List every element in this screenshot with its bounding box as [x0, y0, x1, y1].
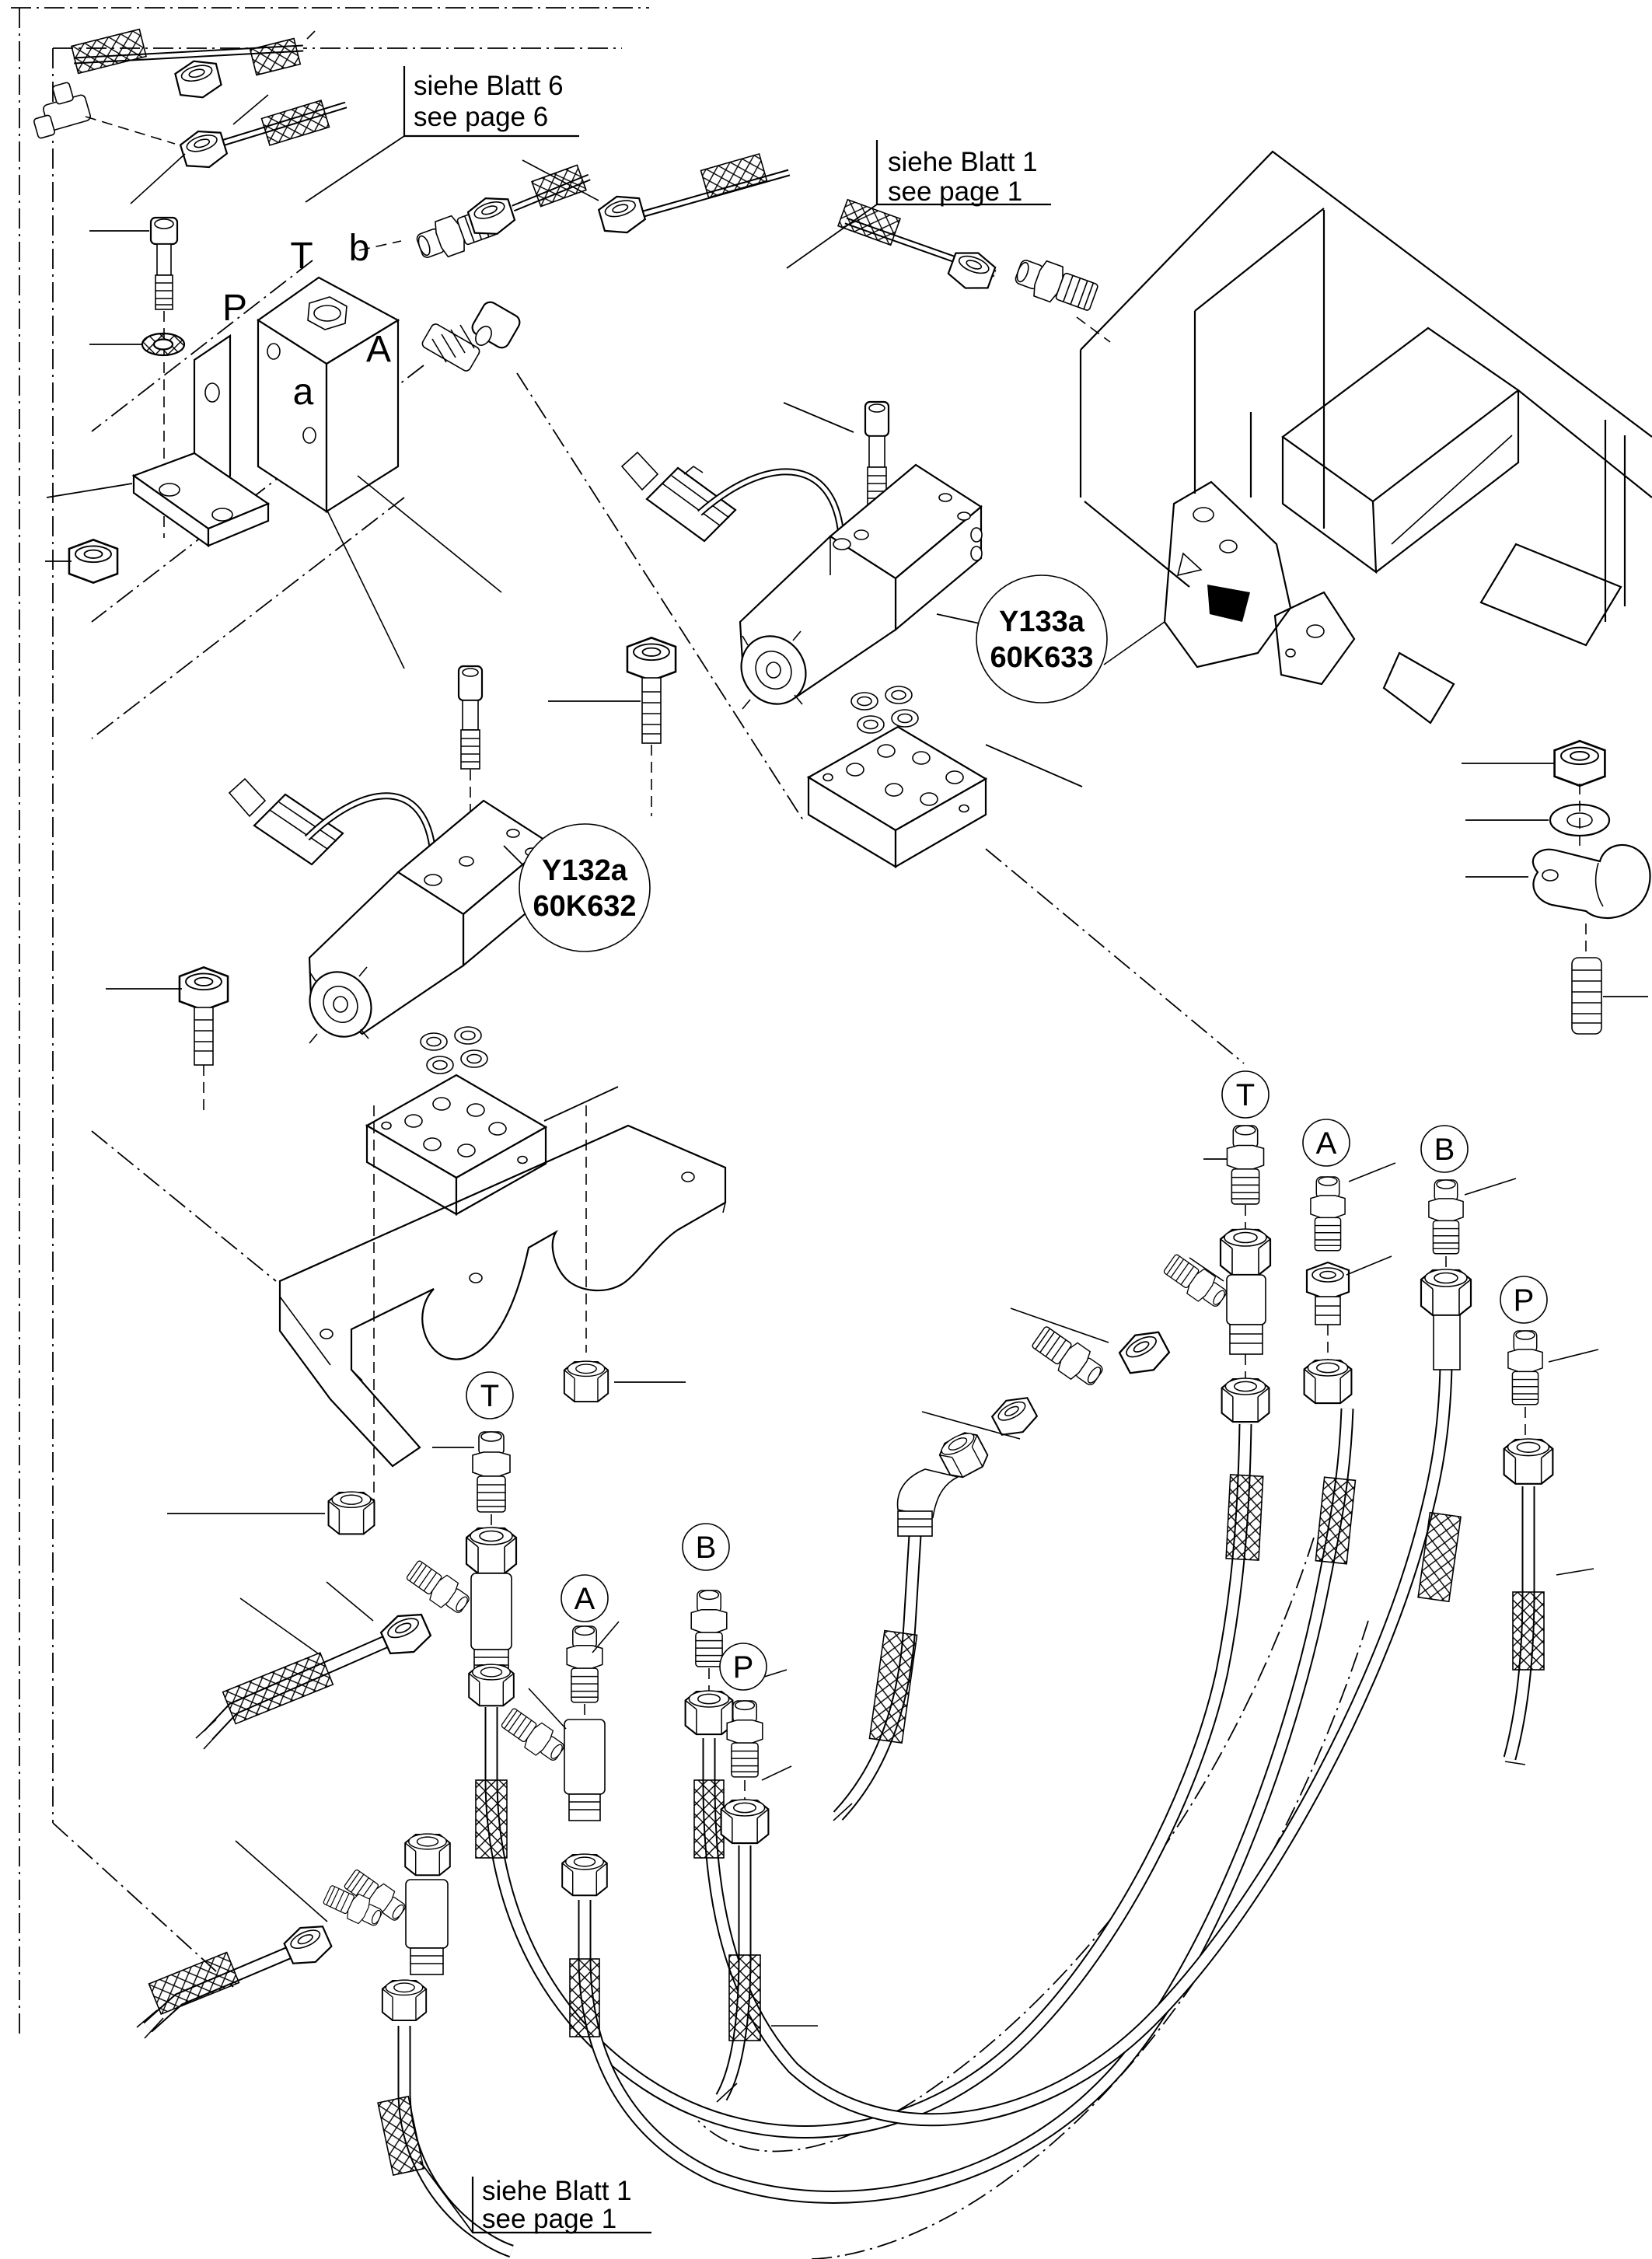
- tag-left-P: P: [719, 1643, 767, 1691]
- clamp-assembly: [1462, 739, 1651, 1035]
- left-P-chain: [716, 1700, 818, 2103]
- plate-nut-right: [563, 1360, 686, 1403]
- tag-left-A-label: A: [575, 1582, 595, 1616]
- socket-bolt-long-2: [457, 665, 484, 844]
- port-label-P: P: [222, 288, 247, 329]
- right-T-chain: [833, 1125, 1272, 1821]
- hex-plug: [307, 296, 348, 330]
- port-label-T: T: [290, 236, 313, 277]
- note-top-right-line2: see page 1: [888, 176, 1022, 207]
- left-T-chain: [195, 1431, 518, 1750]
- tag-left-P-label: P: [733, 1650, 754, 1685]
- note-top-left-line1: siehe Blatt 6: [414, 71, 564, 101]
- hex-nut-bottom-left: [45, 539, 119, 584]
- tag-right-B: B: [1420, 1125, 1469, 1173]
- cable-2: [304, 792, 437, 854]
- left-tee2-chain: [136, 1833, 451, 2039]
- solenoid-valve-2: [308, 799, 550, 1044]
- hex-bolt-left: [106, 966, 229, 1112]
- tag-left-B: B: [682, 1523, 730, 1571]
- balloon-Y133a: Y133a 60K633: [936, 574, 1108, 704]
- mounting-plate: [278, 1105, 727, 1500]
- washer: [89, 332, 186, 357]
- frame-pivot-bracket: [1103, 480, 1356, 686]
- note-top-left: siehe Blatt 6 see page 6: [305, 66, 579, 203]
- solenoid-valve-1: [739, 463, 983, 710]
- tag-left-T: T: [466, 1371, 514, 1419]
- note-bottom-line2: see page 1: [482, 2204, 616, 2234]
- hose-top-left-2: [130, 100, 348, 204]
- tag-right-P: P: [1500, 1276, 1548, 1324]
- tag-right-T-label: T: [1236, 1078, 1255, 1112]
- tag-left-A: A: [561, 1574, 609, 1622]
- valve2-part: 60K632: [533, 890, 636, 923]
- valve2-id: Y132a: [542, 854, 628, 887]
- tag-right-T: T: [1221, 1070, 1270, 1119]
- phantom-border: [11, 7, 649, 2037]
- manifold-block-2: [365, 1074, 619, 1216]
- hose-braid-sections: [148, 1474, 1545, 2177]
- hose-top-left-1: [71, 28, 316, 125]
- hose-T-line: [484, 1423, 1252, 2139]
- hose-top-middle: [522, 152, 791, 239]
- valve1-id: Y133a: [999, 606, 1085, 638]
- manifold-block-1: [806, 725, 1083, 868]
- tee-fitting-top-left: [33, 82, 176, 145]
- balloon-Y132a: Y132a 60K632: [503, 823, 651, 952]
- hose-routing-phantom: [697, 1537, 1369, 2259]
- elbow-fitting: [896, 1426, 993, 1537]
- note-top-right-line1: siehe Blatt 1: [888, 147, 1038, 177]
- port-label-A: A: [366, 329, 391, 370]
- connector-plug-1: [620, 451, 737, 543]
- plate-nut-left: [167, 1491, 375, 1535]
- right-B-chain: [1420, 1178, 1517, 1370]
- socket-bolt-angled: [421, 301, 521, 372]
- leader-valve1: [783, 402, 854, 433]
- tag-right-P-label: P: [1514, 1283, 1535, 1318]
- fitting-chain-above-block: [358, 164, 591, 266]
- cable-1: [697, 468, 845, 536]
- port-label-b: b: [349, 228, 370, 269]
- right-A-chain: [1303, 1162, 1396, 1405]
- hex-bolt-mid: [548, 637, 677, 816]
- connector-plug-2: [228, 777, 344, 866]
- right-P-chain: [1503, 1330, 1599, 1765]
- note-bottom: siehe Blatt 1 see page 1: [419, 2160, 651, 2234]
- socket-bolt-long-1: [864, 400, 890, 536]
- valve-block: T b P A a: [222, 228, 502, 669]
- tag-right-A: A: [1302, 1119, 1350, 1167]
- valve1-part: 60K633: [990, 641, 1093, 674]
- hose-clamp: [1532, 844, 1651, 920]
- tag-right-B-label: B: [1434, 1133, 1455, 1167]
- left-A-chain: [498, 1621, 620, 1897]
- note-bottom-line1: siehe Blatt 1: [482, 2176, 632, 2206]
- hose-A-line: [578, 1408, 1354, 2204]
- machine-frame: [1079, 150, 1652, 724]
- tag-left-B-label: B: [696, 1531, 717, 1565]
- hose-below-note1: [836, 198, 1111, 343]
- tag-left-T-label: T: [480, 1379, 499, 1413]
- note-top-left-line2: see page 6: [414, 102, 548, 132]
- l-bracket: [46, 333, 271, 548]
- tag-right-A-label: A: [1316, 1126, 1337, 1161]
- note-top-right: siehe Blatt 1 see page 1: [786, 140, 1051, 269]
- o-rings-1: [850, 686, 919, 734]
- o-rings-2: [420, 1026, 488, 1074]
- port-label-a: a: [293, 372, 314, 413]
